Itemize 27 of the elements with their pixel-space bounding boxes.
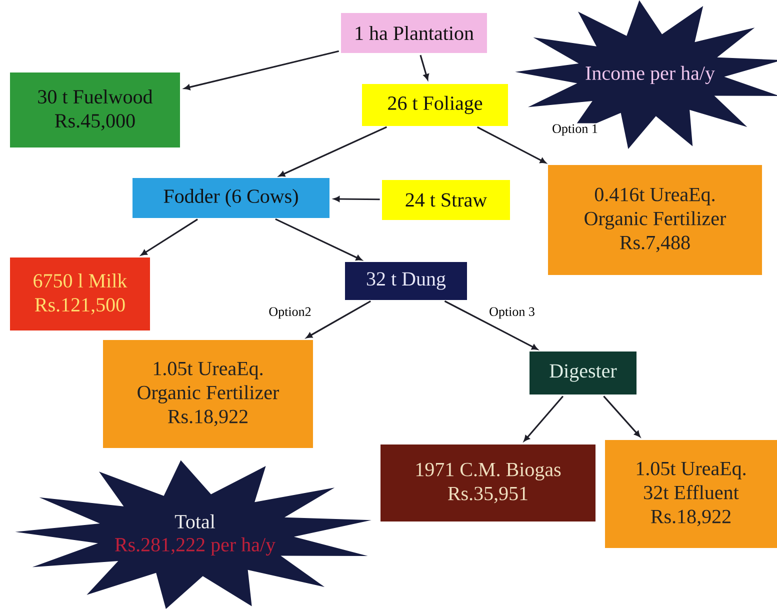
arrow — [476, 126, 546, 164]
arrow — [334, 196, 380, 202]
starburst: Total Rs.281,222 per ha/y — [15, 460, 372, 609]
arrow — [275, 218, 362, 261]
edge-label: Option 1 — [551, 123, 599, 137]
edge-label: Option 3 — [488, 306, 536, 320]
arrow — [140, 218, 198, 256]
arrow — [603, 396, 640, 437]
product-box: 1.05t UreaEq. Organic Fertilizer Rs.18,922 — [103, 340, 313, 448]
arrow — [420, 54, 429, 80]
input-box: 24 t Straw — [382, 180, 510, 220]
product-box: 30 t Fuelwood Rs.45,000 — [10, 72, 180, 148]
product-box: 0.416t UreaEq. Organic Fertilizer Rs.7,488 — [548, 165, 762, 275]
product-box: 1.05t UreaEq. 32t Effluent Rs.18,922 — [605, 440, 777, 548]
plantation-box: 1 ha Plantation — [341, 13, 487, 53]
arrow — [184, 50, 340, 90]
product-box: 26 t Foliage — [362, 84, 508, 126]
arrow — [444, 300, 538, 350]
product-box: 32 t Dung — [345, 262, 467, 300]
arrow — [278, 126, 388, 177]
product-box: Fodder (6 Cows) — [132, 178, 330, 218]
arrow — [524, 396, 564, 442]
product-box: 1971 C.M. Biogas Rs.35,951 — [380, 444, 596, 522]
product-box: 6750 l Milk Rs.121,500 — [10, 258, 150, 330]
edge-label: Option2 — [268, 306, 312, 320]
process-box: Digester — [530, 352, 636, 394]
arrow — [306, 300, 371, 338]
